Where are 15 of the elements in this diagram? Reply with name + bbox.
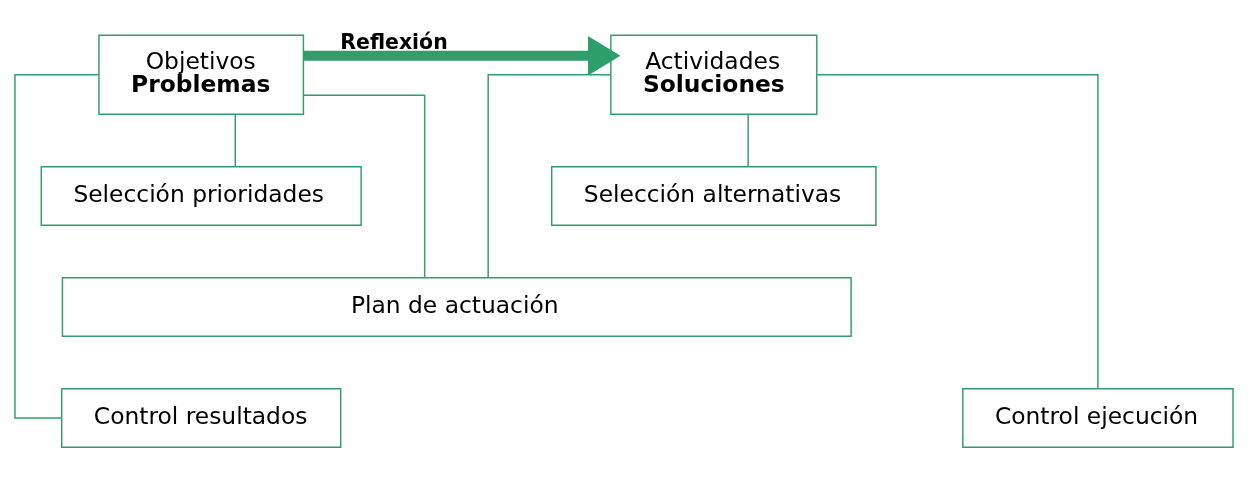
connector	[14, 74, 100, 419]
node-box: Selección prioridades	[40, 166, 362, 226]
node-box: Actividades Soluciones	[610, 34, 818, 115]
node-box: Control resultados	[61, 388, 342, 448]
node-box: Plan de actuación	[61, 277, 852, 337]
node-box: Control ejecución	[962, 388, 1234, 448]
edge-label: Reflexión	[340, 29, 448, 54]
arrow	[303, 35, 621, 76]
connector	[303, 94, 426, 279]
connector	[487, 74, 611, 279]
connector	[234, 113, 236, 168]
node-box: Objetivos Problemas	[98, 34, 305, 115]
connector	[747, 113, 749, 168]
connector	[816, 74, 1099, 390]
node-box: Selección alternativas	[551, 166, 877, 226]
